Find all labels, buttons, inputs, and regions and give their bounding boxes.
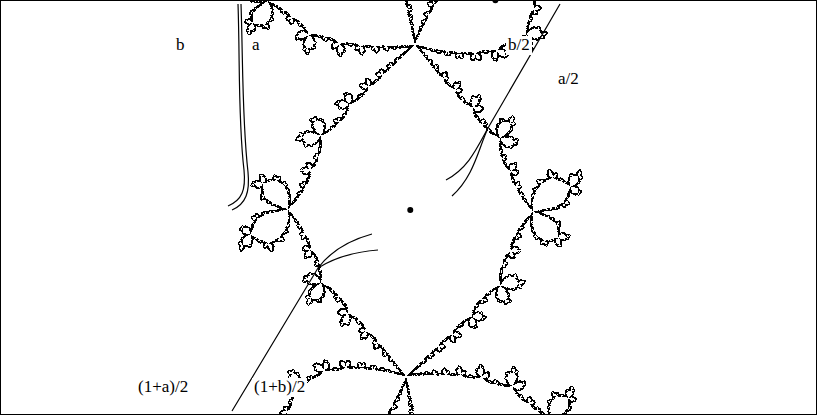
ray-label: a/2: [556, 70, 581, 89]
ray-label: (1+b)/2: [252, 378, 307, 397]
ray-b-half: [446, 4, 560, 180]
ray-label: (1+a)/2: [136, 378, 190, 397]
ray-one-plus-a-half: [232, 234, 372, 411]
ray-one-plus-b-half: [318, 250, 378, 268]
ray-a: [232, 4, 248, 210]
external-rays: [228, 4, 560, 411]
cycle-dot: [407, 207, 413, 213]
ray-label: a: [250, 36, 262, 55]
ray-label: b: [174, 36, 187, 55]
ray-a-half: [452, 128, 488, 196]
cycle-dots: [326, 0, 499, 213]
ray-label: b/2: [506, 36, 532, 55]
